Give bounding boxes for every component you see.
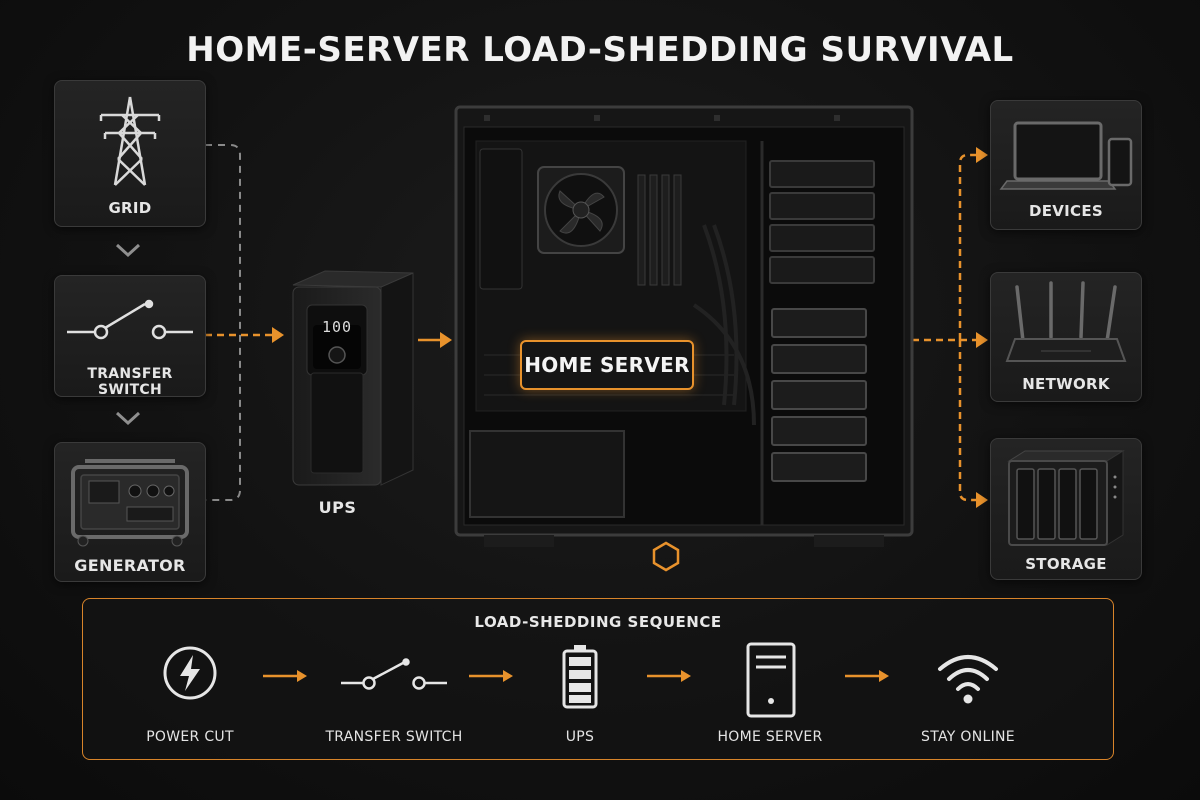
ups-display: 100 (313, 318, 361, 336)
wifi-icon (934, 649, 1002, 707)
step-label: POWER CUT (105, 729, 275, 745)
server-case (454, 105, 914, 550)
transfer-switch-card: TRANSFER SWITCH (54, 275, 206, 397)
server-to-storage-arrow (976, 492, 988, 508)
generator-icon (65, 451, 195, 547)
server-to-devices-line (960, 155, 978, 340)
laptop-phone-icon (999, 111, 1135, 195)
network-card: NETWORK (990, 272, 1142, 402)
sequence-panel: LOAD-SHEDDING SEQUENCE POWER CUT TRANSFE… (82, 598, 1114, 760)
grid-card: GRID (54, 80, 206, 227)
sequence-title: LOAD-SHEDDING SEQUENCE (83, 613, 1113, 631)
devices-card: DEVICES (990, 100, 1142, 230)
storage-card: STORAGE (990, 438, 1142, 580)
hexagon-icon (651, 540, 681, 572)
step-label: STAY ONLINE (883, 729, 1053, 745)
generator-label: GENERATOR (55, 556, 205, 575)
network-label: NETWORK (991, 375, 1141, 393)
grid-label: GRID (55, 199, 205, 217)
chevron-down-icon (114, 242, 142, 258)
arrow-right-icon (645, 667, 695, 685)
transfer-switch-label: TRANSFER SWITCH (55, 366, 205, 398)
step-label: UPS (495, 729, 665, 745)
server-icon (745, 641, 797, 719)
ups-label: UPS (285, 498, 390, 517)
switch-icon (339, 657, 449, 697)
switch-icon (65, 298, 195, 348)
battery-icon (561, 643, 599, 709)
ups-to-server-arrow (440, 332, 452, 348)
server-to-storage-line (960, 340, 978, 500)
bypass-line (205, 145, 240, 500)
power-pylon-icon (95, 93, 165, 189)
step-label: HOME SERVER (685, 729, 855, 745)
server-to-devices-arrow (976, 147, 988, 163)
arrow-right-icon (261, 667, 311, 685)
arrow-right-icon (467, 667, 517, 685)
ups-unit (285, 265, 420, 490)
step-label: TRANSFER SWITCH (309, 729, 479, 745)
lightning-icon (162, 645, 218, 701)
chevron-down-icon (114, 410, 142, 426)
home-server-badge: HOME SERVER (520, 340, 694, 390)
switch-to-ups-arrow (272, 327, 284, 343)
storage-label: STORAGE (991, 555, 1141, 573)
nas-icon (1003, 447, 1129, 547)
server-to-network-arrow (976, 332, 988, 348)
devices-label: DEVICES (991, 202, 1141, 220)
generator-card: GENERATOR (54, 442, 206, 582)
arrow-right-icon (843, 667, 893, 685)
router-icon (1001, 279, 1131, 371)
